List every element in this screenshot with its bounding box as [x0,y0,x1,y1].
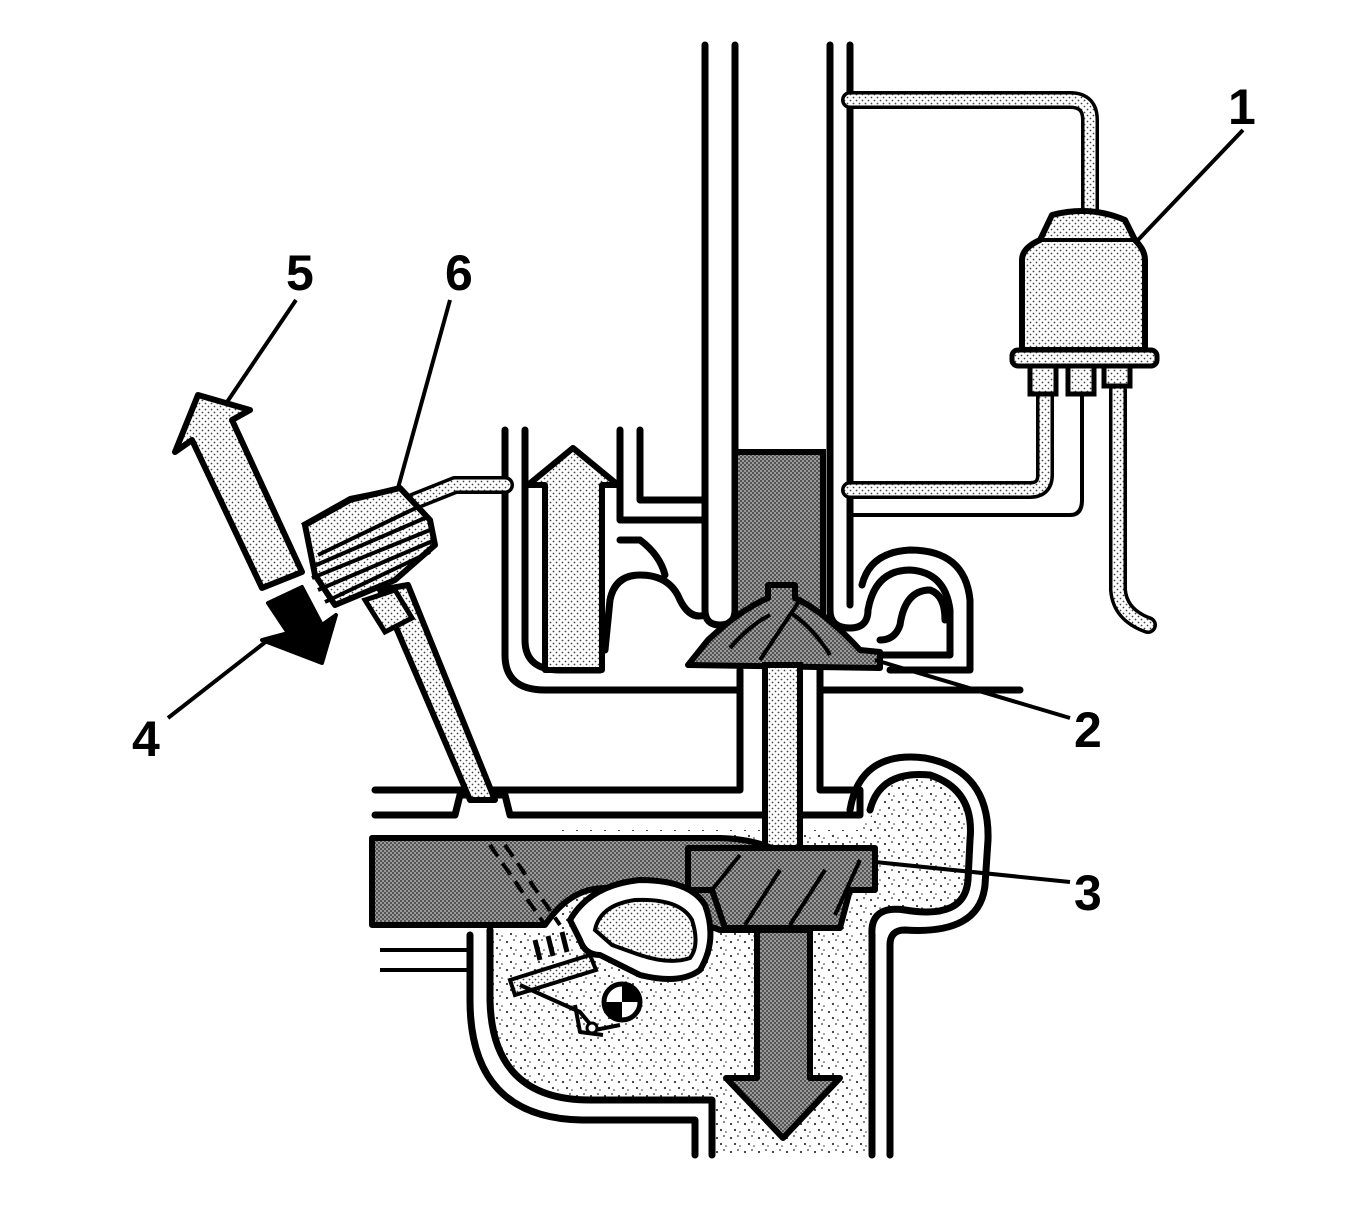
center-housing [371,666,864,819]
outflow-arrow-5 [172,392,305,591]
callout-3: 3 [1074,865,1102,921]
wastegate-actuator [1009,208,1160,397]
exhaust-out-arrow [723,927,843,1141]
boost-air-arrow [525,445,621,673]
inflow-arrow-4 [260,585,338,665]
compressor-wheel [685,582,883,671]
flow-arrows [172,392,338,665]
callout-5: 5 [286,245,314,301]
callout-6: 6 [445,245,473,301]
callout-2: 2 [1074,702,1102,758]
callout-1: 1 [1228,79,1256,135]
leader-lines [166,128,1245,884]
callout-4: 4 [132,711,160,767]
wastegate-valve [507,877,714,1037]
actuator-lines [396,91,1157,634]
pressure-sensor [301,485,498,803]
